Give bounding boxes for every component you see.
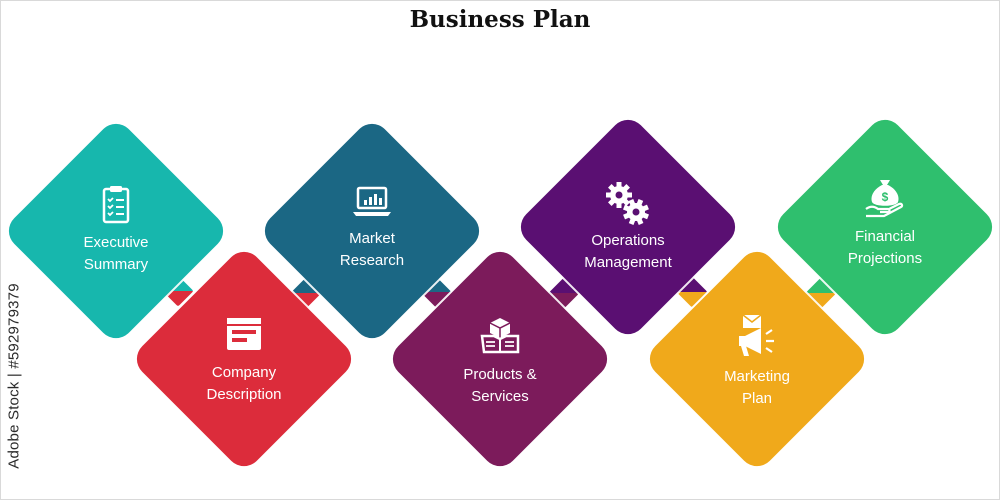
step-operations-management: Operations Management	[513, 112, 743, 342]
step-label-line-2: Research	[339, 252, 405, 269]
step-label: Products & Services	[389, 364, 611, 408]
clipboard-checklist-icon	[102, 186, 130, 224]
step-products-services: Products & Services	[385, 244, 615, 474]
step-label-line-1: Marketing	[724, 368, 790, 385]
money-bag-hand-icon: $	[865, 180, 904, 218]
step-financial-projections: $ Financial Projections	[770, 112, 1000, 342]
step-label: Financial Projections	[774, 226, 996, 270]
step-label-line-2: Description	[206, 386, 282, 403]
step-label-line-1: Financial	[854, 228, 916, 245]
gears-icon	[606, 182, 649, 225]
svg-text:$: $	[882, 190, 889, 204]
laptop-chart-icon	[353, 186, 391, 216]
step-label-line-2: Summary	[83, 256, 149, 273]
step-label-line-2: Plan	[741, 390, 773, 407]
step-label-line-2: Services	[471, 388, 529, 405]
step-marketing-plan: Marketing Plan	[642, 244, 872, 474]
step-label: Operations Management	[517, 230, 739, 274]
step-label-line-1: Operations	[591, 232, 665, 249]
step-label-line-2: Projections	[847, 250, 923, 267]
step-company-description: Company Description	[129, 244, 359, 474]
step-executive-summary: Executive Summary	[1, 116, 231, 346]
step-label-line-1: Company	[211, 364, 277, 381]
document-window-icon	[227, 318, 261, 350]
step-label-line-1: Executive	[83, 234, 149, 251]
step-label: Executive Summary	[5, 232, 227, 276]
step-label-line-1: Market	[349, 230, 395, 247]
step-label: Marketing Plan	[646, 366, 868, 410]
step-label-line-2: Management	[584, 254, 672, 271]
step-label-line-1: Products &	[463, 366, 537, 383]
step-label: Market Research	[261, 228, 483, 272]
step-label: Company Description	[133, 362, 355, 406]
box-catalog-icon	[480, 318, 520, 354]
diagram-title: Business Plan	[409, 6, 591, 33]
step-market-research: Market Research	[257, 116, 487, 346]
megaphone-mail-icon	[739, 314, 774, 356]
